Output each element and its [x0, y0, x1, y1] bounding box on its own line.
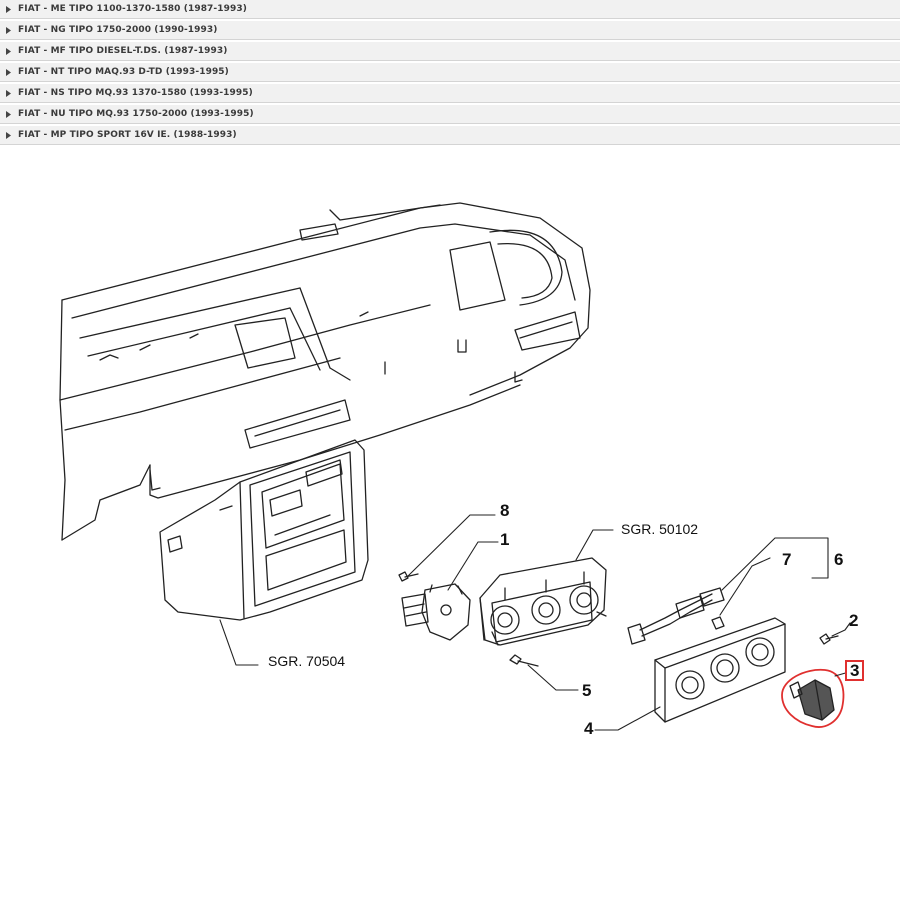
model-label: FIAT - MP TIPO SPORT 16V IE. (1988-1993) — [18, 130, 237, 140]
knob-3-drawing — [789, 679, 835, 721]
triangle-right-icon — [6, 110, 14, 118]
triangle-right-icon — [6, 89, 14, 97]
parts-diagram: SGR. 70504 8 1 SGR. 50102 7 6 2 3 5 4 — [0, 140, 900, 900]
model-label: FIAT - ME TIPO 1100-1370-1580 (1987-1993… — [18, 4, 247, 14]
model-row-nt-tipo[interactable]: FIAT - NT TIPO MAQ.93 D-TD (1993-1995) — [0, 63, 900, 82]
triangle-right-icon — [6, 5, 14, 13]
model-row-me-tipo[interactable]: FIAT - ME TIPO 1100-1370-1580 (1987-1993… — [0, 0, 900, 19]
highlight-ring — [781, 668, 845, 728]
callout-part-6[interactable]: 6 — [834, 550, 844, 569]
screw-2-drawing — [819, 633, 839, 645]
model-row-nu-tipo[interactable]: FIAT - NU TIPO MQ.93 1750-2000 (1993-199… — [0, 105, 900, 124]
triangle-right-icon — [6, 131, 14, 139]
callout-part-5[interactable]: 5 — [582, 681, 592, 700]
model-label: FIAT - NU TIPO MQ.93 1750-2000 (1993-199… — [18, 109, 254, 119]
console-bezel-drawing — [159, 439, 369, 621]
model-row-ng-tipo[interactable]: FIAT - NG TIPO 1750-2000 (1990-1993) — [0, 21, 900, 40]
callout-part-4[interactable]: 4 — [584, 719, 594, 738]
cable-harness-drawing — [627, 587, 725, 645]
model-label: FIAT - NG TIPO 1750-2000 (1990-1993) — [18, 25, 218, 35]
dashboard-drawing — [59, 202, 591, 541]
callout-sgr-70504[interactable]: SGR. 70504 — [268, 653, 346, 669]
callout-part-2[interactable]: 2 — [849, 611, 859, 630]
model-row-ns-tipo[interactable]: FIAT - NS TIPO MQ.93 1370-1580 (1993-199… — [0, 84, 900, 103]
front-panel-4-drawing — [654, 617, 786, 723]
screw-5-drawing — [509, 654, 539, 667]
model-label: FIAT - MF TIPO DIESEL-T.DS. (1987-1993) — [18, 46, 228, 56]
control-unit-drawing — [479, 557, 607, 646]
callout-part-3[interactable]: 3 — [845, 660, 865, 681]
callout-part-8[interactable]: 8 — [500, 501, 510, 520]
triangle-right-icon — [6, 68, 14, 76]
model-row-mf-tipo[interactable]: FIAT - MF TIPO DIESEL-T.DS. (1987-1993) — [0, 42, 900, 61]
callout-part-7[interactable]: 7 — [782, 550, 792, 569]
model-row-mp-tipo[interactable]: FIAT - MP TIPO SPORT 16V IE. (1988-1993) — [0, 126, 900, 145]
model-label: FIAT - NS TIPO MQ.93 1370-1580 (1993-199… — [18, 88, 253, 98]
callout-sgr-50102[interactable]: SGR. 50102 — [621, 521, 699, 537]
actuator-1-drawing — [401, 583, 471, 641]
model-label: FIAT - NT TIPO MAQ.93 D-TD (1993-1995) — [18, 67, 229, 77]
callout-part-1[interactable]: 1 — [500, 530, 510, 549]
parts-drawing — [59, 202, 851, 731]
screw-8-drawing — [398, 571, 419, 582]
leader-lines — [219, 514, 851, 731]
triangle-right-icon — [6, 47, 14, 55]
triangle-right-icon — [6, 26, 14, 34]
model-list: FIAT - ME TIPO 1100-1370-1580 (1987-1993… — [0, 0, 900, 147]
